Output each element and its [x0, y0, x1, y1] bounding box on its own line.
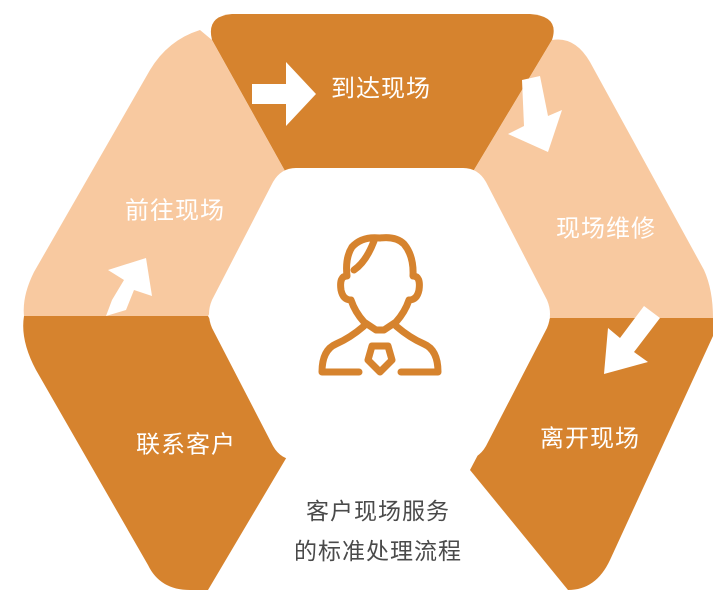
arrow-arrive-to-repair	[508, 76, 562, 152]
caption-line-1: 客户现场服务	[306, 499, 450, 525]
step-label-goto: 前往现场	[125, 196, 225, 225]
step-label-leave: 离开现场	[540, 424, 640, 453]
caption-line-2: 的标准处理流程	[294, 539, 462, 565]
arrow-goto-to-arrive	[252, 62, 316, 126]
step-label-repair: 现场维修	[556, 214, 656, 243]
person-with-tie-icon	[318, 234, 442, 376]
arrow-repair-to-leave	[604, 306, 660, 374]
center-hexagon	[209, 168, 550, 460]
diagram-caption: 客户现场服务 的标准处理流程	[248, 492, 508, 572]
segment-arrive	[210, 14, 554, 180]
segment-leave	[470, 318, 713, 590]
segment-goto	[23, 30, 290, 316]
segment-contact	[23, 316, 288, 590]
step-label-contact: 联系客户	[136, 430, 236, 459]
arrow-contact-to-goto	[106, 258, 152, 316]
step-label-arrive: 到达现场	[331, 74, 431, 103]
